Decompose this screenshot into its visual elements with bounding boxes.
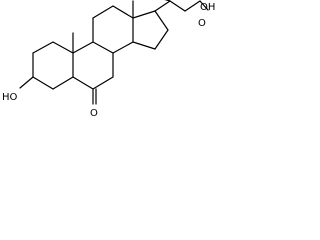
side-chain <box>154 0 209 12</box>
bond <box>92 76 114 90</box>
bond <box>184 0 201 12</box>
bond <box>199 0 209 11</box>
acid-oxygen-label: O <box>198 18 206 29</box>
bond <box>92 5 114 19</box>
hydroxyl-label: HO <box>2 92 18 103</box>
ring-b <box>72 41 114 90</box>
bond <box>72 41 94 54</box>
bond <box>154 0 171 12</box>
bond <box>154 10 169 31</box>
bond <box>132 10 156 19</box>
bond <box>169 0 186 12</box>
acid-hydroxyl-label: OH <box>200 2 215 13</box>
ring-c <box>92 5 134 54</box>
hydroxyl-bond <box>19 76 34 89</box>
ring-d <box>132 10 169 50</box>
bond <box>132 41 156 50</box>
bond <box>154 29 169 50</box>
chemical-structure-diagram: HO O OH O <box>2 0 215 119</box>
methyl-bond <box>164 0 171 2</box>
bond <box>32 76 54 90</box>
bond <box>52 41 74 54</box>
bond <box>112 41 134 54</box>
bond <box>112 5 134 19</box>
bond <box>52 76 74 90</box>
bond <box>72 76 94 90</box>
bond <box>92 41 114 54</box>
ketone-oxygen-label: O <box>90 108 98 119</box>
ring-a <box>32 41 74 90</box>
bond <box>32 41 54 54</box>
